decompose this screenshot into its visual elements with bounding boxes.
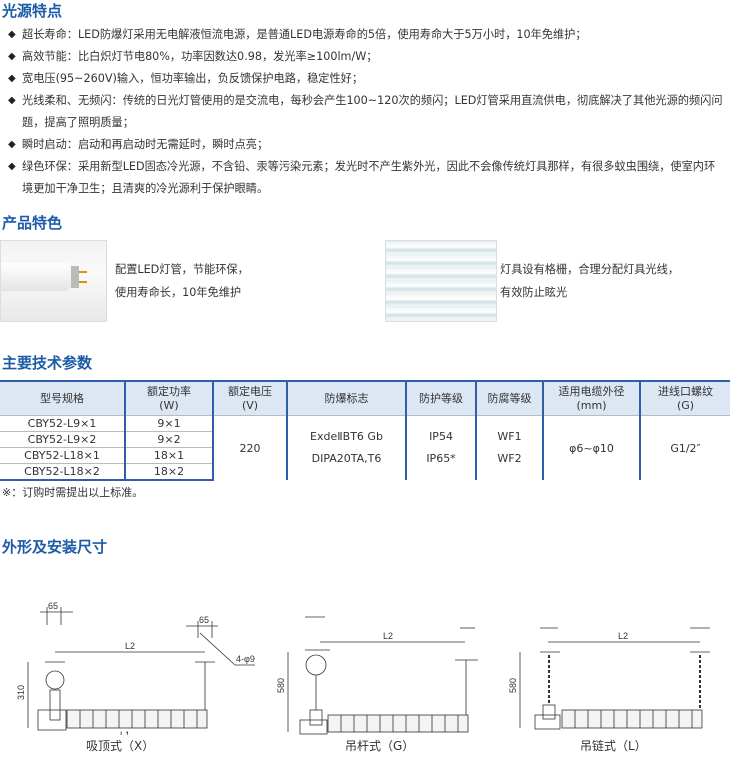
svg-text:65: 65: [199, 615, 209, 625]
list-item: ◆宽电压(95~260V)输入，恒功率输出，负反馈保护电路，稳定性好；: [8, 68, 723, 90]
table-header: 型号规格 额定功率(W) 额定电压(V) 防爆标志 防护等级 防腐等级 适用电缆…: [0, 380, 730, 416]
list-item: ◆光线柔和、无频闪：传统的日光灯管使用的是交流电，每秒会产生100~120次的频…: [8, 90, 723, 134]
svg-text:L2: L2: [383, 631, 393, 641]
feature-caption-1: 配置LED灯管，节能环保，使用寿命长，10年免维护: [115, 263, 249, 299]
heading-params: 主要技术参数: [2, 354, 93, 372]
diamond-bullet-icon: ◆: [8, 73, 16, 84]
installation-diagrams: 65 65 4-φ9 L2 310 L1 L2 580 L1 L2 580 L1: [16, 601, 710, 735]
diamond-bullet-icon: ◆: [8, 51, 16, 62]
label-rod-mount: 吊杆式（G）: [345, 739, 415, 753]
feature-list: ◆超长寿命：LED防爆灯采用无电解液恒流电源，是普通LED电源寿命的5倍，使用寿…: [8, 24, 723, 200]
svg-text:L2: L2: [618, 631, 628, 641]
diamond-bullet-icon: ◆: [8, 95, 16, 106]
svg-text:65: 65: [48, 601, 58, 611]
list-item: ◆绿色环保：采用新型LED固态冷光源，不含铅、汞等污染元素；发光时不产生紫外光，…: [8, 156, 723, 200]
heading-product: 产品特色: [2, 214, 63, 232]
list-item: ◆超长寿命：LED防爆灯采用无电解液恒流电源，是普通LED电源寿命的5倍，使用寿…: [8, 24, 723, 46]
diagram-chain-mount: L2 580 L1: [508, 627, 710, 730]
diagram-rod-mount: L2 580 L1: [276, 616, 478, 735]
svg-text:4-φ9: 4-φ9: [236, 654, 255, 664]
label-chain-mount: 吊链式（L）: [580, 739, 647, 753]
led-tube-image: [0, 240, 107, 322]
feature-caption-2: 灯具设有格栅，合理分配灯具光线，有效防止眩光: [500, 263, 680, 299]
order-note: ※：订购时需提出以上标准。: [2, 486, 144, 499]
grille-image: [385, 240, 497, 322]
list-item: ◆高效节能：比白炽灯节电80%，功率因数达0.98，发光率≥100lm/W；: [8, 46, 723, 68]
diamond-bullet-icon: ◆: [8, 29, 16, 40]
svg-text:580: 580: [276, 678, 286, 693]
diagram-ceiling-mount: 65 65 4-φ9 L2 310 L1: [16, 601, 255, 735]
label-ceiling-mount: 吸顶式（X）: [86, 739, 155, 753]
svg-text:310: 310: [16, 685, 26, 700]
svg-text:L2: L2: [125, 641, 135, 651]
diamond-bullet-icon: ◆: [8, 161, 16, 172]
list-item: ◆瞬时启动：启动和再启动时无需延时，瞬时点亮；: [8, 134, 723, 156]
svg-text:580: 580: [508, 678, 518, 693]
heading-light-source: 光源特点: [2, 2, 63, 20]
spec-table: 型号规格 额定功率(W) 额定电压(V) 防爆标志 防护等级 防腐等级 适用电缆…: [0, 380, 730, 481]
svg-text:L1: L1: [120, 730, 130, 735]
heading-dimensions: 外形及安装尺寸: [2, 538, 108, 556]
diamond-bullet-icon: ◆: [8, 139, 16, 150]
